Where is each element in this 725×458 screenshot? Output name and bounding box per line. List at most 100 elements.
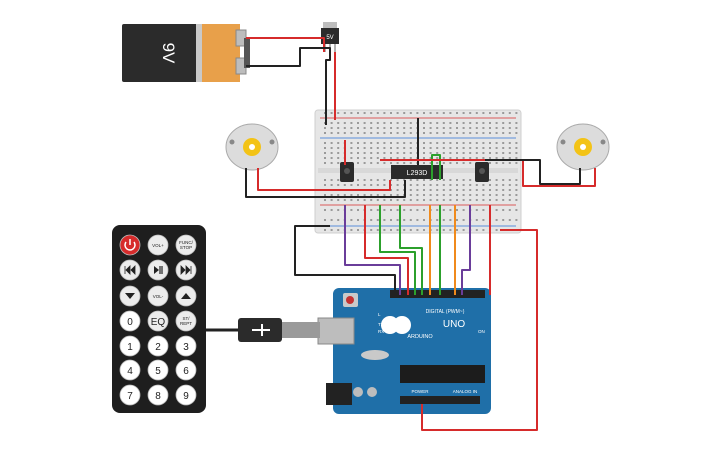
remote-button-vol-plus[interactable]: VOL+ <box>147 234 169 256</box>
l293d-chip[interactable]: L293D <box>391 165 443 179</box>
rewind-icon <box>124 265 136 275</box>
red-1 <box>364 205 409 295</box>
arduino-model: UNO <box>443 319 465 330</box>
remote-button-face <box>119 384 141 406</box>
remote-button-3[interactable]: 3 <box>175 335 197 357</box>
power-jack <box>326 383 352 405</box>
power-icon <box>124 239 136 251</box>
led-l-label: L <box>378 312 381 317</box>
ir-receiver[interactable] <box>340 162 354 182</box>
remote-button-next[interactable] <box>175 259 197 281</box>
voltage-regulator[interactable]: 5V <box>321 22 339 52</box>
regulator-body <box>321 28 339 44</box>
remote-button-0[interactable]: 0 <box>119 310 141 332</box>
remote-button-face <box>175 384 197 406</box>
remote-button-9[interactable]: 9 <box>175 384 197 406</box>
remote-button-1[interactable]: 1 <box>119 335 141 357</box>
remote-button-label: 0 <box>127 317 133 328</box>
arrow-down-icon <box>125 293 135 299</box>
remote-button-face <box>119 335 141 357</box>
wires <box>245 37 596 431</box>
remote-button-prev[interactable] <box>119 259 141 281</box>
remote-button-label: 1 <box>127 342 133 353</box>
remote-button-eq[interactable]: EQ <box>147 310 169 332</box>
remote-button-label: VOL- <box>153 294 164 299</box>
regulator-label: 5V <box>326 35 333 41</box>
green-2 <box>399 205 423 295</box>
battery-cap <box>200 24 240 82</box>
led-on-label: ON <box>478 329 485 334</box>
remote-button-face <box>175 310 197 332</box>
ir-receiver-lens <box>344 168 350 174</box>
remote-button-face <box>147 285 169 307</box>
remote-button-up[interactable] <box>175 285 197 307</box>
purple-2 <box>461 205 471 295</box>
motor-left-black <box>245 168 406 198</box>
atmega-chip <box>400 365 485 383</box>
battery-body <box>122 24 204 82</box>
remote-button-8[interactable]: 8 <box>147 384 169 406</box>
remote-button-4[interactable]: 4 <box>119 359 141 381</box>
power-loop-red <box>421 229 538 431</box>
usb-port <box>317 317 355 345</box>
remote-button-5[interactable]: 5 <box>147 359 169 381</box>
remote-button-st-rept[interactable]: ST/REPT <box>175 310 197 332</box>
remote-button-6[interactable]: 6 <box>175 359 197 381</box>
dc-motor-left[interactable] <box>225 123 279 171</box>
chip-label: L293D <box>407 170 428 177</box>
remote-button-label: 6 <box>183 366 189 377</box>
arrow-up-icon <box>181 293 191 299</box>
usb-cable <box>205 318 320 342</box>
remote-button-label: VOL+ <box>152 243 164 248</box>
remote-button-label: ST/REPT <box>180 316 192 326</box>
remote-button-face <box>147 359 169 381</box>
remote-button-label: 4 <box>127 366 133 377</box>
battery-label: 9V <box>159 43 178 64</box>
purple-1 <box>344 205 401 295</box>
remote-button-face <box>147 310 169 332</box>
remote-button-face <box>175 234 197 256</box>
battery-pos-wire <box>246 37 325 52</box>
usb-plug-metal <box>282 322 320 338</box>
remote-button-play-pause[interactable] <box>147 259 169 281</box>
analog-label: ANALOG IN <box>453 389 478 394</box>
remote-button-face <box>119 310 141 332</box>
fast-forward-icon <box>180 265 192 275</box>
remote-button-vol-minus[interactable]: VOL- <box>147 285 169 307</box>
remote-button-7[interactable]: 7 <box>119 384 141 406</box>
dc-motor-right[interactable] <box>556 123 610 171</box>
arduino-gnd-black <box>294 225 396 295</box>
remote-button-face <box>147 384 169 406</box>
remote-button-label: 9 <box>183 391 189 402</box>
green-1 <box>379 205 416 295</box>
arduino-uno[interactable]: ARDUINO UNO DIGITAL (PWM~) POWER ANALOG … <box>317 288 491 414</box>
remote-button-label: EQ <box>151 317 166 328</box>
remote-button-face <box>175 359 197 381</box>
remote-button-face <box>119 359 141 381</box>
crystal <box>361 350 389 360</box>
battery-clip <box>244 38 250 68</box>
digital-label: DIGITAL (PWM~) <box>426 309 465 315</box>
remote-button-label: 5 <box>155 366 161 377</box>
remote-button-2[interactable]: 2 <box>147 335 169 357</box>
power-analog-header <box>400 396 480 404</box>
usb-icon <box>252 324 270 336</box>
remote-button-label: 8 <box>155 391 161 402</box>
regulator-tab <box>323 22 337 28</box>
battery-9v[interactable]: 9V <box>122 24 250 82</box>
remote-button-label: FUNC/STOP <box>179 240 193 250</box>
remote-button-func-stop[interactable]: FUNC/STOP <box>175 234 197 256</box>
remote-button-face <box>147 234 169 256</box>
remote-button-power[interactable] <box>119 234 141 256</box>
battery-band <box>196 24 202 82</box>
remote-button-down[interactable] <box>119 285 141 307</box>
digital-header <box>390 290 485 298</box>
breadboard-holes <box>324 112 518 231</box>
led-tx-label: TX <box>378 322 384 327</box>
motor-driver-element[interactable] <box>475 162 489 182</box>
remote-button-face <box>147 335 169 357</box>
ir-wire-green <box>431 154 441 180</box>
led-rx-label: RX <box>378 329 384 334</box>
